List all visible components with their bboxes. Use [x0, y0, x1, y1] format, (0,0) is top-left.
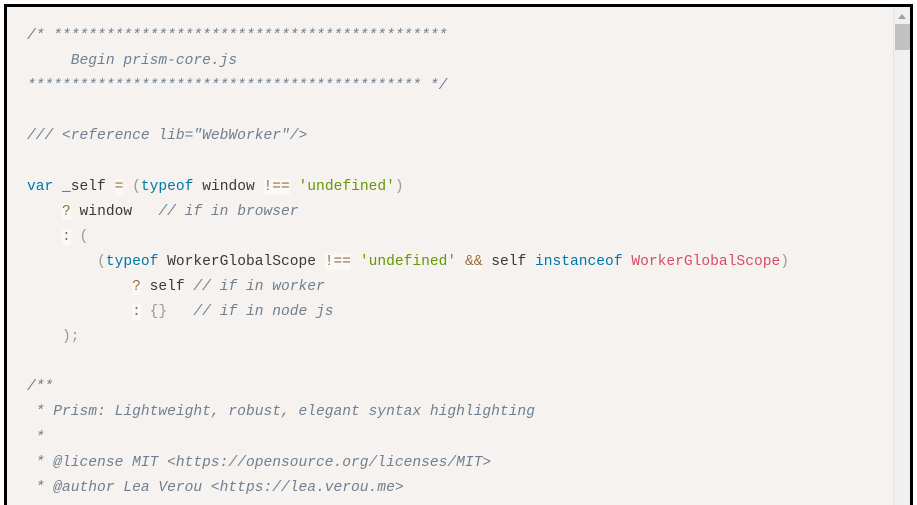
keyword-instanceof: instanceof	[535, 253, 623, 270]
operator-ternary-question: ?	[62, 203, 71, 220]
indent	[27, 304, 132, 320]
identifier-self-inner: self	[482, 253, 535, 270]
comment-if-in-browser: // if in browser	[158, 203, 299, 220]
scrollbar-up-button[interactable]	[894, 7, 910, 24]
identifier-workerglobalscope: WorkerGlobalScope	[158, 253, 325, 270]
string-undefined: 'undefined'	[298, 178, 395, 195]
space	[456, 254, 465, 270]
punctuation-group-open: (	[70, 228, 89, 245]
identifier-self: _self	[62, 178, 106, 195]
indent	[27, 279, 132, 295]
keyword-var: var	[27, 178, 63, 195]
keyword-typeof: typeof	[140, 178, 194, 195]
vertical-scrollbar[interactable]	[893, 7, 910, 505]
operator-ternary-colon: :	[62, 228, 71, 245]
identifier-self-branch: self	[140, 278, 194, 295]
space	[167, 304, 193, 320]
indent	[27, 229, 62, 245]
code-viewer-panel: /* *************************************…	[4, 4, 913, 505]
space	[290, 179, 299, 195]
source-code: /* *************************************…	[27, 28, 789, 496]
space	[351, 254, 360, 270]
identifier-window-branch: window	[70, 203, 159, 220]
indent	[27, 254, 97, 270]
comment-banner-open: /* *************************************…	[27, 28, 448, 44]
identifier-window: window	[193, 178, 264, 195]
comment-banner-title: Begin prism-core.js	[27, 53, 238, 70]
jsdoc-description: * Prism: Lightweight, robust, elegant sy…	[27, 404, 535, 421]
string-undefined-inner: 'undefined'	[359, 253, 457, 270]
source-code-block[interactable]: /* *************************************…	[7, 7, 893, 505]
scrollbar-track[interactable]	[894, 50, 910, 505]
code-scroll-area[interactable]: /* *************************************…	[7, 7, 893, 505]
operator-ternary-colon-inner: :	[132, 304, 141, 321]
space	[123, 179, 132, 195]
punctuation-empty-object: {}	[140, 304, 168, 321]
jsdoc-open: /**	[27, 379, 54, 396]
operator-strict-not-equal-inner: !==	[324, 253, 352, 270]
comment-triple-slash-reference: /// <reference lib="WebWorker"/>	[27, 128, 308, 145]
operator-logical-and: &&	[464, 253, 483, 270]
punctuation-paren-open: (	[132, 178, 141, 195]
operator-ternary-question-inner: ?	[132, 278, 141, 295]
punctuation-inner-paren-close: )	[780, 253, 789, 270]
jsdoc-blank: *	[27, 429, 45, 446]
jsdoc-author: * @author Lea Verou <https://lea.verou.m…	[27, 479, 404, 496]
punctuation-paren-close: )	[394, 178, 404, 195]
keyword-typeof-inner: typeof	[105, 253, 159, 270]
indent	[27, 329, 62, 345]
punctuation-group-close: );	[62, 329, 80, 346]
triangle-up-icon	[898, 13, 906, 19]
space	[106, 179, 115, 195]
scrollbar-thumb[interactable]	[895, 24, 910, 50]
punctuation-inner-paren-open: (	[97, 253, 106, 270]
operator-assign: =	[114, 178, 124, 195]
indent	[27, 204, 62, 220]
comment-if-in-node-js: // if in node js	[193, 304, 334, 321]
jsdoc-license: * @license MIT <https://opensource.org/l…	[27, 454, 492, 471]
comment-if-in-worker: // if in worker	[193, 278, 325, 295]
comment-banner-close: ****************************************…	[27, 78, 448, 95]
operator-strict-not-equal: !==	[263, 178, 290, 195]
class-name-workerglobalscope: WorkerGlobalScope	[631, 253, 781, 270]
